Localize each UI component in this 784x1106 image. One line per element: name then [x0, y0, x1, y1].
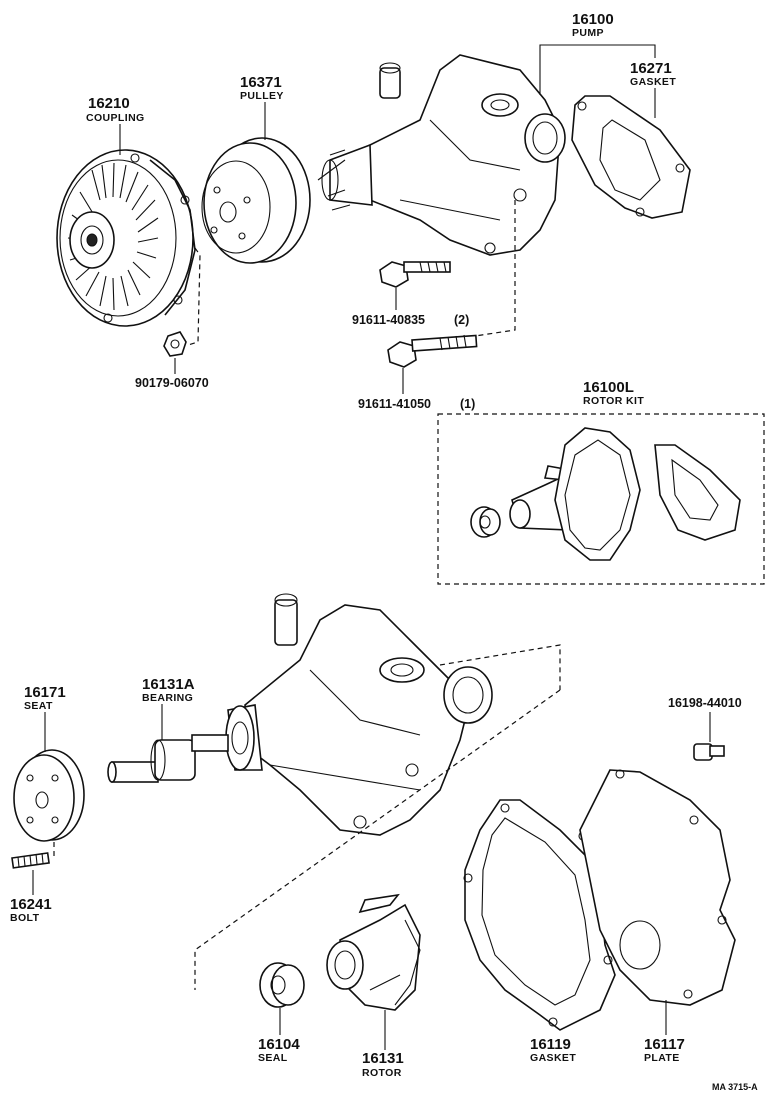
nut-part-number: 90179-06070 — [135, 376, 209, 390]
bolt-40835-quantity: (2) — [454, 313, 469, 327]
seal-part-number: 16104 — [258, 1036, 300, 1053]
bolt-41050-part-number: 91611-41050 — [358, 397, 431, 411]
bolt-40835-part-number: 91611-40835 — [352, 313, 425, 327]
water-pump-drawing — [317, 54, 566, 256]
stud-bolt-drawing — [11, 852, 50, 869]
pulley-drawing — [201, 137, 311, 264]
rotor-part-name: ROTOR — [362, 1067, 402, 1079]
bearing-part-number: 16131A — [142, 676, 195, 693]
seat-part-number: 16171 — [24, 684, 66, 701]
drawing-reference: MA 3715-A — [712, 1082, 758, 1092]
rotor-kit-part-number: 16100L — [583, 379, 634, 396]
pump-part-number: 16100 — [572, 11, 614, 28]
plate-part-name: PLATE — [644, 1052, 680, 1064]
bolt-41050-quantity: (1) — [460, 397, 475, 411]
rotor-drawing — [326, 893, 421, 1011]
pump-part-name: PUMP — [572, 27, 604, 39]
rotor-part-number: 16131 — [362, 1050, 404, 1067]
screw-drawing — [693, 743, 725, 761]
top-gasket-part-number: 16271 — [630, 60, 672, 77]
coupling-part-name: COUPLING — [86, 112, 145, 124]
bottom-gasket-part-name: GASKET — [530, 1052, 576, 1064]
top-gasket-part-name: GASKET — [630, 76, 676, 88]
rotor-kit-box — [437, 413, 765, 585]
stud-bolt-part-name: BOLT — [10, 912, 40, 924]
seal-part-name: SEAL — [258, 1052, 288, 1064]
seat-part-name: SEAT — [24, 700, 53, 712]
plate-part-number: 16117 — [644, 1036, 685, 1053]
pulley-part-number: 16371 — [240, 74, 282, 91]
bearing-part-name: BEARING — [142, 692, 193, 704]
screw-part-number: 16198-44010 — [668, 696, 742, 710]
rotor-kit-part-name: ROTOR KIT — [583, 395, 644, 407]
rotor-kit-contents — [470, 427, 741, 561]
pump-body-drawing — [225, 593, 493, 836]
seat-drawing — [13, 749, 85, 842]
plate-drawing — [579, 769, 736, 1006]
bottom-gasket-part-number: 16119 — [530, 1036, 571, 1053]
bolt-41050-drawing — [387, 334, 478, 368]
fan-coupling-drawing — [56, 149, 196, 327]
top-gasket-drawing — [571, 95, 691, 219]
bearing-drawing — [107, 734, 229, 783]
seal-drawing — [259, 962, 305, 1008]
stud-bolt-part-number: 16241 — [10, 896, 52, 913]
bolt-40835-drawing — [379, 261, 451, 288]
coupling-part-number: 16210 — [88, 95, 130, 112]
pulley-part-name: PULLEY — [240, 90, 284, 102]
nut-drawing — [163, 331, 187, 357]
